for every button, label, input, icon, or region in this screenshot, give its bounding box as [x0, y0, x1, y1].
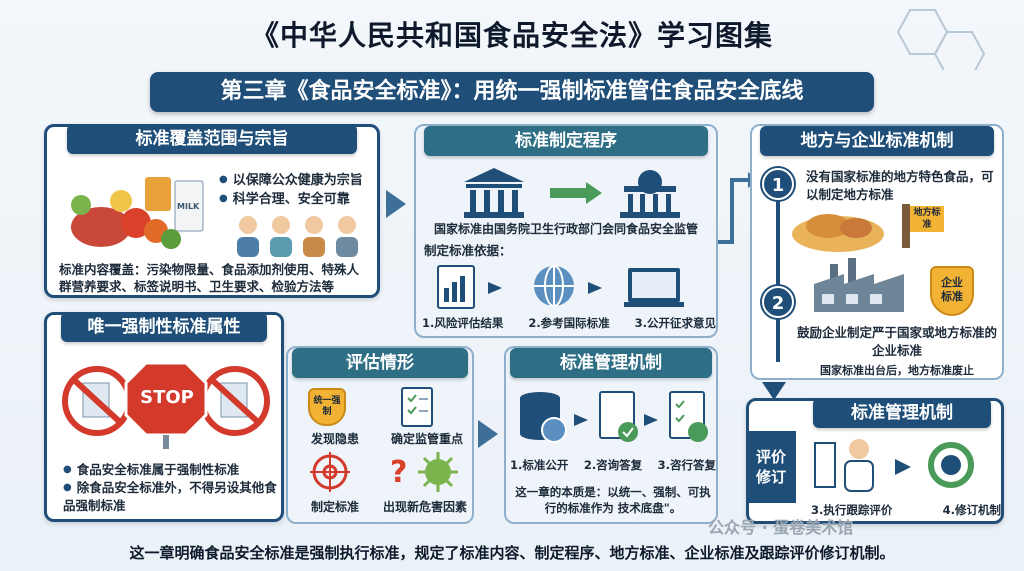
procedure-header: 标准制定程序 [424, 126, 708, 156]
scope-bullet: 以保障公众健康为宗旨 [219, 171, 379, 190]
local-item2-note: 国家标准出台后，地方标准废止 [820, 364, 974, 377]
factory-icon [814, 258, 904, 312]
procedure-step: 3.公开征求意见 [634, 316, 716, 330]
arrow-icon [478, 420, 498, 448]
food-illustration [71, 177, 204, 249]
assess-item: 制定标准 [310, 500, 359, 514]
mooncake-icon [792, 214, 884, 252]
flag-icon: 地方标准 [910, 206, 944, 232]
procedure-steps-icons [437, 265, 684, 309]
local-item2-text: 鼓励企业制定严于国家或地方标准的企业标准 [796, 325, 997, 358]
arrow-down-icon [762, 382, 786, 400]
assess-panel: 评估情形 统一强制 发现隐患 确定监管重点 ? 制定标准 出现新危害因素 [286, 346, 474, 524]
scope-panel: 标准覆盖范围与宗旨 MILK 以保障公众健康为宗旨 科学合理、安全可靠 标准内容… [44, 124, 380, 298]
procedure-basis-label: 制定标准依据： [424, 243, 512, 258]
manage2-step: 4.修订机制 [942, 503, 1001, 517]
hazard-icon: ? [390, 452, 458, 492]
flag-pole [902, 204, 910, 248]
mandatory-bullet: 食品安全标准属于强制性标准 [63, 461, 283, 479]
manage-panel: 标准管理机制 1.标准公开 2.咨询答复 3.咨行答复 这一章的本质是：以统一、… [504, 346, 718, 524]
local-header: 地方与企业标准机制 [760, 126, 994, 156]
arrow-icon [386, 190, 406, 218]
chapter-banner: 第三章《食品安全标准》：用统一强制标准管住食品安全底线 [150, 72, 874, 112]
watermark: 公众号 · 蛋卷美术馆 [708, 518, 854, 537]
local-panel: 地方与企业标准机制 1 没有国家标准的地方特色食品，可以制定地方标准 地方标准 … [750, 124, 1004, 380]
manage-header: 标准管理机制 [510, 348, 712, 378]
milk-label: MILK [177, 202, 200, 211]
mandatory-panel: 唯一强制性标准属性 STOP 食品安全标准属于强制性标准 除食品安全标准外，不得… [44, 312, 284, 522]
procedure-caption: 国家标准由国务院卫生行政部门会同食品安全监管 [433, 222, 698, 236]
enterprise-shield-icon: 企业标准 [930, 266, 974, 316]
assess-header: 评估情形 [292, 348, 468, 378]
molecule-decoration [896, 9, 986, 70]
assess-item: 确定监管重点 [390, 432, 463, 446]
stop-sign-label: STOP [140, 387, 194, 408]
svg-text:?: ? [390, 455, 407, 490]
stamp-icon: 统一强制 [308, 388, 346, 426]
prohibition-signs-icon [62, 361, 270, 449]
manage-step: 2.咨询答复 [583, 458, 643, 472]
target-icon [310, 452, 350, 492]
evaluation-icons [814, 439, 974, 492]
manage2-side-label: 评价修订 [746, 431, 796, 503]
procedure-step: 1.风险评估结果 [422, 316, 504, 330]
manage2-step: 3.执行跟踪评价 [811, 503, 893, 517]
manage2-header: 标准管理机制 [813, 398, 991, 428]
assess-item: 出现新危害因素 [382, 500, 467, 514]
people-illustration [237, 216, 358, 257]
procedure-panel: 标准制定程序 国家标准由国务院卫生行政部门会同食品安全监管 制定标准依据： 1.… [414, 124, 718, 338]
manage-essence: 这一章的本质是：以统一、强制、可执行的标准作为 技术底盘"。 [515, 485, 711, 515]
step-number-1: 1 [762, 168, 794, 200]
local-item1-text: 没有国家标准的地方特色食品，可以制定地方标准 [806, 169, 994, 202]
assess-item: 发现隐患 [310, 432, 359, 446]
government-buildings-icon [464, 168, 680, 218]
scope-bullet: 科学合理、安全可靠 [219, 190, 379, 209]
summary-text: 这一章明确食品安全标准是强制执行标准，规定了标准内容、制定程序、地方标准、企业标… [129, 544, 895, 562]
manage-step: 1.标准公开 [510, 458, 569, 472]
scope-content: 标准内容覆盖：污染物限量、食品添加剂使用、特殊人群营养要求、标签说明书、卫生要求… [59, 262, 360, 294]
mandatory-bullet: 除食品安全标准外，不得另设其他食品强制标准 [63, 479, 283, 515]
manage-step: 3.咨行答复 [657, 458, 716, 472]
step-number-2: 2 [762, 286, 794, 318]
manage-steps-icons [520, 391, 708, 443]
procedure-step: 2.参考国际标准 [528, 316, 610, 330]
timeline-line [776, 176, 780, 362]
manage2-panel: 标准管理机制 评价修订 3.执行跟踪评价 4.修订机制 [746, 398, 1004, 524]
scope-header: 标准覆盖范围与宗旨 [67, 124, 357, 154]
mandatory-header: 唯一强制性标准属性 [61, 312, 267, 342]
checklist-icon [401, 387, 433, 427]
page-title: 《中华人民共和国食品安全法》学习图集 [250, 19, 773, 52]
